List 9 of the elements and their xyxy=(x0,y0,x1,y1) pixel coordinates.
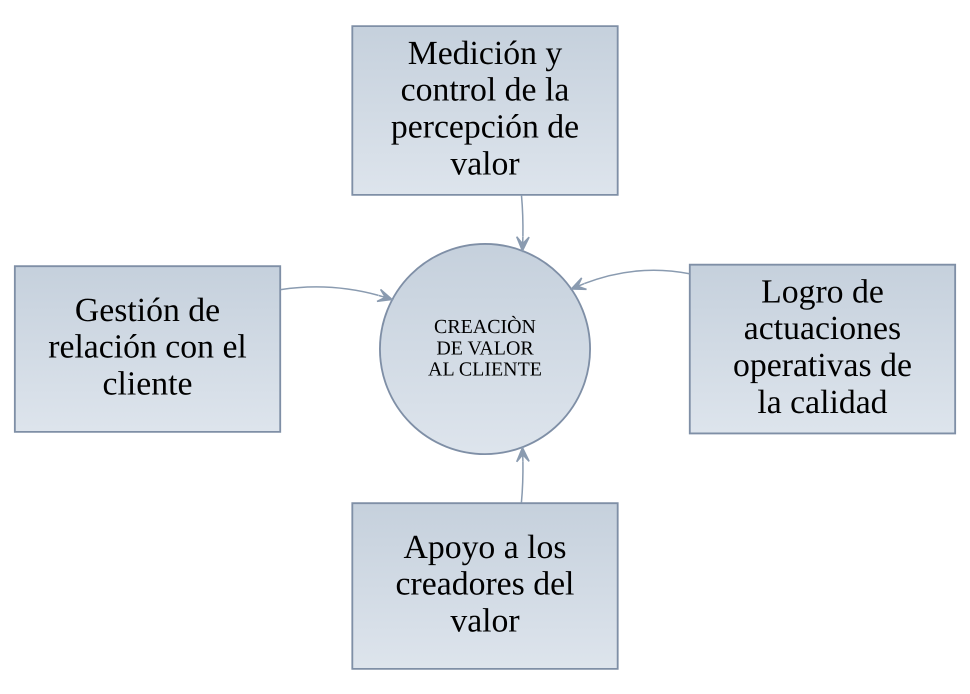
arrow xyxy=(280,286,393,302)
arrow xyxy=(570,268,690,290)
arrow xyxy=(516,446,530,502)
node-box: Gestión de relación con el cliente xyxy=(14,264,282,432)
arrow xyxy=(516,194,530,251)
node-circle: CREACIÒN DE VALOR AL CLIENTE xyxy=(379,242,591,455)
node-box: Apoyo a los creadores del valor xyxy=(351,502,619,670)
node-box: Logro de actuaciones operativas de la calidad xyxy=(688,263,956,434)
node-box: Medición y control de la percepción de valor xyxy=(351,24,619,196)
